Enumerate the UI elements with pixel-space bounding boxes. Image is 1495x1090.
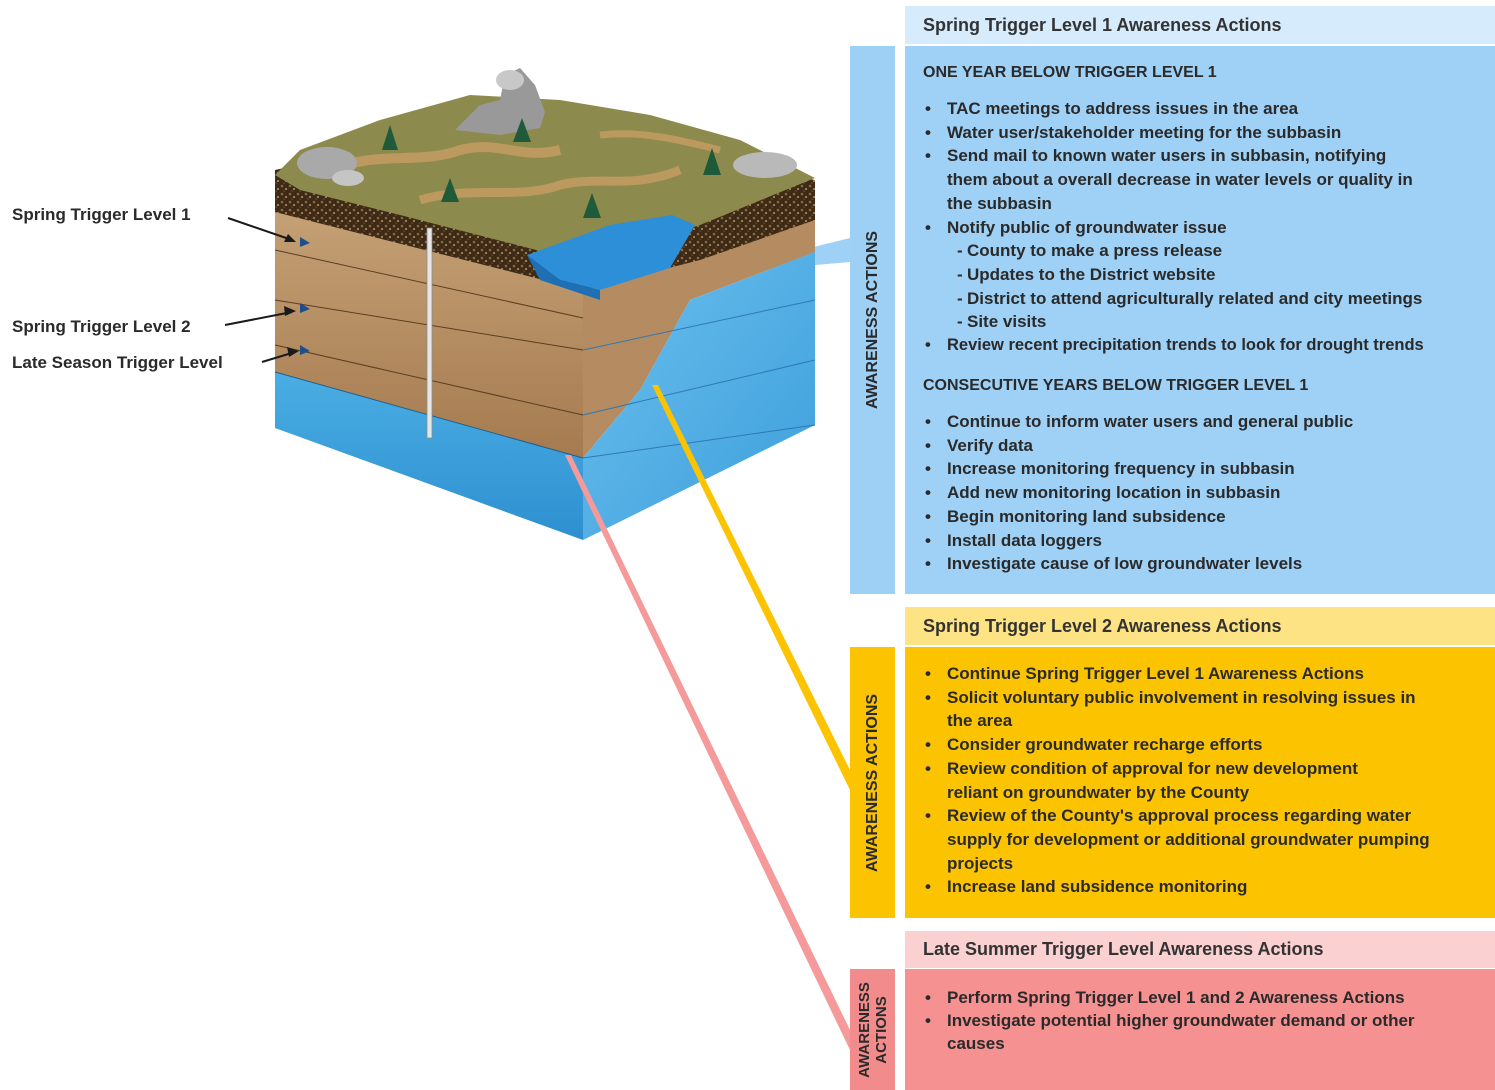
level1-arrow: [227, 217, 293, 241]
rock: [733, 152, 797, 178]
label-spring-trigger-1: Spring Trigger Level 1: [12, 205, 191, 224]
sub-list-item: County to make a press release: [923, 239, 1491, 263]
pink-connector: [565, 455, 850, 1050]
list-item: Water user/stakeholder meeting for the s…: [923, 121, 1491, 145]
sub-list-item: District to attend agriculturally relate…: [923, 287, 1491, 311]
list-item: Consider groundwater recharge efforts: [923, 733, 1461, 757]
consecutive-years-list: Continue to inform water users and gener…: [923, 410, 1491, 576]
late-marker: [300, 345, 310, 355]
yellow-connector: [652, 385, 850, 790]
late-side-label: AWARENESS ACTIONS: [855, 981, 890, 1078]
list-item: Increase monitoring frequency in subbasi…: [923, 457, 1491, 481]
list-item: Investigate potential higher groundwater…: [923, 1009, 1421, 1055]
level2-panel-title: Spring Trigger Level 2 Awareness Actions: [905, 607, 1495, 645]
list-item: Add new monitoring location in subbasin: [923, 481, 1491, 505]
list-item: Increase land subsidence monitoring: [923, 875, 1461, 899]
right-face-water: [583, 252, 815, 540]
level1-side-label: AWARENESS ACTIONS: [863, 230, 881, 410]
late-side-bar: AWARENESS ACTIONS: [850, 969, 895, 1090]
list-item: TAC meetings to address issues in the ar…: [923, 97, 1491, 121]
list-item: Begin monitoring land subsidence: [923, 505, 1491, 529]
list-item: Review of the County's approval process …: [923, 804, 1461, 875]
list-item: Solicit voluntary public involvement in …: [923, 686, 1461, 733]
list-item: Investigate cause of low groundwater lev…: [923, 552, 1491, 576]
list-item: Continue to inform water users and gener…: [923, 410, 1491, 434]
level2-arrow: [224, 311, 293, 326]
level2-side-label: AWARENESS ACTIONS: [863, 693, 881, 872]
list-item: Perform Spring Trigger Level 1 and 2 Awa…: [923, 986, 1421, 1009]
level2-side-bar: AWARENESS ACTIONS: [850, 647, 895, 918]
list-item: Review recent precipitation trends to lo…: [923, 334, 1491, 358]
level1-marker: [300, 237, 310, 247]
list-item: Send mail to known water users in subbas…: [923, 144, 1491, 215]
lake: [527, 215, 695, 290]
list-item: Review condition of approval for new dev…: [923, 757, 1461, 804]
list-item: Install data loggers: [923, 529, 1491, 553]
level1-panel-body: ONE YEAR BELOW TRIGGER LEVEL 1 TAC meeti…: [905, 46, 1495, 594]
level2-marker: [300, 303, 310, 313]
list-item: Continue Spring Trigger Level 1 Awarenes…: [923, 662, 1461, 686]
one-year-heading: ONE YEAR BELOW TRIGGER LEVEL 1: [923, 64, 1217, 81]
label-spring-trigger-2: Spring Trigger Level 2: [12, 317, 191, 336]
late-panel-title: Late Summer Trigger Level Awareness Acti…: [905, 931, 1495, 968]
label-late-season-trigger: Late Season Trigger Level: [12, 353, 223, 372]
well-casing: [426, 227, 433, 439]
level2-panel-body: Continue Spring Trigger Level 1 Awarenes…: [905, 647, 1495, 918]
late-panel-body: Perform Spring Trigger Level 1 and 2 Awa…: [905, 969, 1495, 1090]
left-face-water: [275, 372, 583, 540]
sub-list-item: Updates to the District website: [923, 263, 1491, 287]
sub-list-item: Site visits: [923, 310, 1491, 334]
consecutive-years-heading: CONSECUTIVE YEARS BELOW TRIGGER LEVEL 1: [923, 377, 1309, 394]
rock-pile: [455, 68, 545, 135]
groundwater-block-diagram: [224, 68, 850, 1050]
level1-panel-title: Spring Trigger Level 1 Awareness Actions: [905, 6, 1495, 44]
list-item: Verify data: [923, 434, 1491, 458]
tree-icons: [382, 118, 721, 218]
one-year-list: TAC meetings to address issues in the ar…: [923, 97, 1491, 358]
level2-list: Continue Spring Trigger Level 1 Awarenes…: [923, 662, 1491, 899]
level1-side-bar: AWARENESS ACTIONS: [850, 46, 895, 594]
late-list: Perform Spring Trigger Level 1 and 2 Awa…: [923, 986, 1491, 1055]
list-item: Notify public of groundwater issue: [923, 216, 1491, 240]
